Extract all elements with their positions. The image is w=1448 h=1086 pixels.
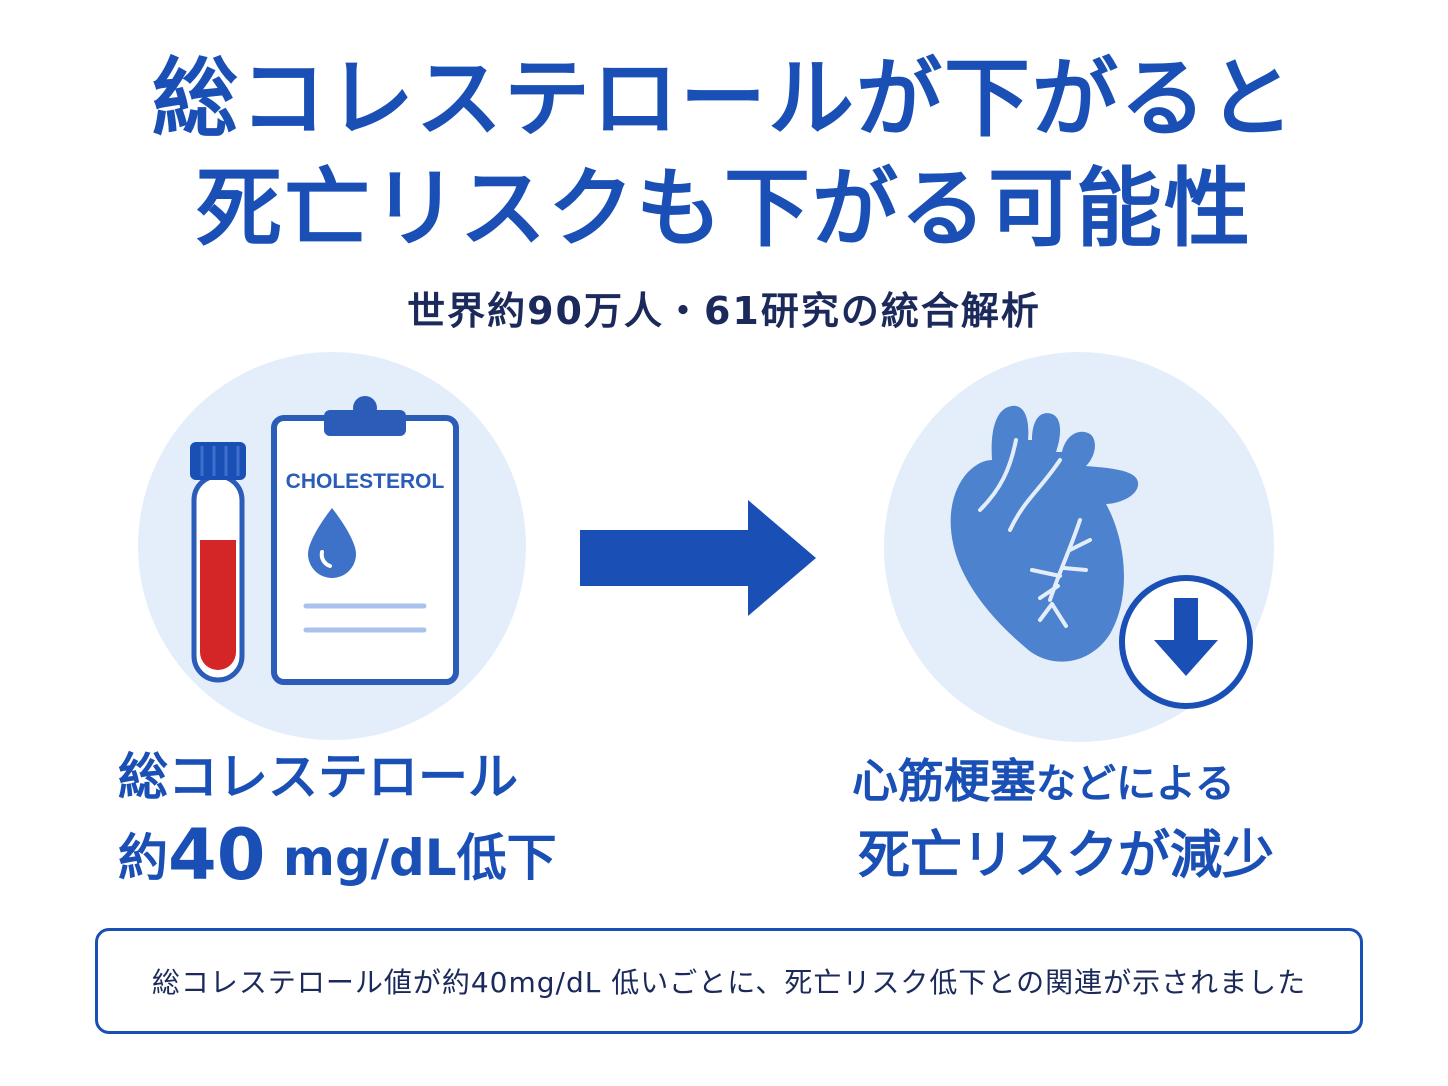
subtitle: 世界約90万人・61研究の統合解析 — [407, 289, 1041, 333]
left-label-unit: mg/dL — [282, 829, 457, 887]
right-label-strong: 心筋梗塞 — [852, 754, 1036, 808]
title-line-1: 総コレステロールが下がると — [152, 49, 1296, 149]
summary-note-text: 総コレステロール値が約40mg/dL 低いごとに、死亡リスク低下との関連が示され… — [151, 966, 1307, 999]
heart-icon — [950, 405, 1139, 662]
right-arrow-icon — [580, 500, 816, 616]
title-line-2: 死亡リスクも下がる可能性 — [196, 159, 1252, 259]
right-label-rest: などによる — [1036, 761, 1235, 807]
clipboard-icon: CHOLESTEROL — [271, 396, 459, 685]
right-label-line-1: 心筋梗塞などによる — [852, 758, 1235, 804]
summary-note: 総コレステロール値が約40mg/dL 低いごとに、死亡リスク低下との関連が示され… — [95, 928, 1363, 1034]
drop-icon — [308, 508, 356, 578]
left-label-suffix: 低下 — [456, 829, 557, 887]
test-tube-icon — [190, 442, 246, 683]
left-label-prefix: 約 — [118, 829, 168, 887]
left-label-line-1: 総コレステロール — [118, 748, 518, 806]
down-arrow-icon — [1119, 575, 1253, 709]
left-label-line-2: 約40 mg/dL低下 — [118, 820, 557, 890]
clipboard-label: CHOLESTEROL — [286, 470, 445, 493]
right-label-line-2: 死亡リスクが減少 — [858, 826, 1275, 886]
left-label-number: 40 — [168, 814, 266, 896]
